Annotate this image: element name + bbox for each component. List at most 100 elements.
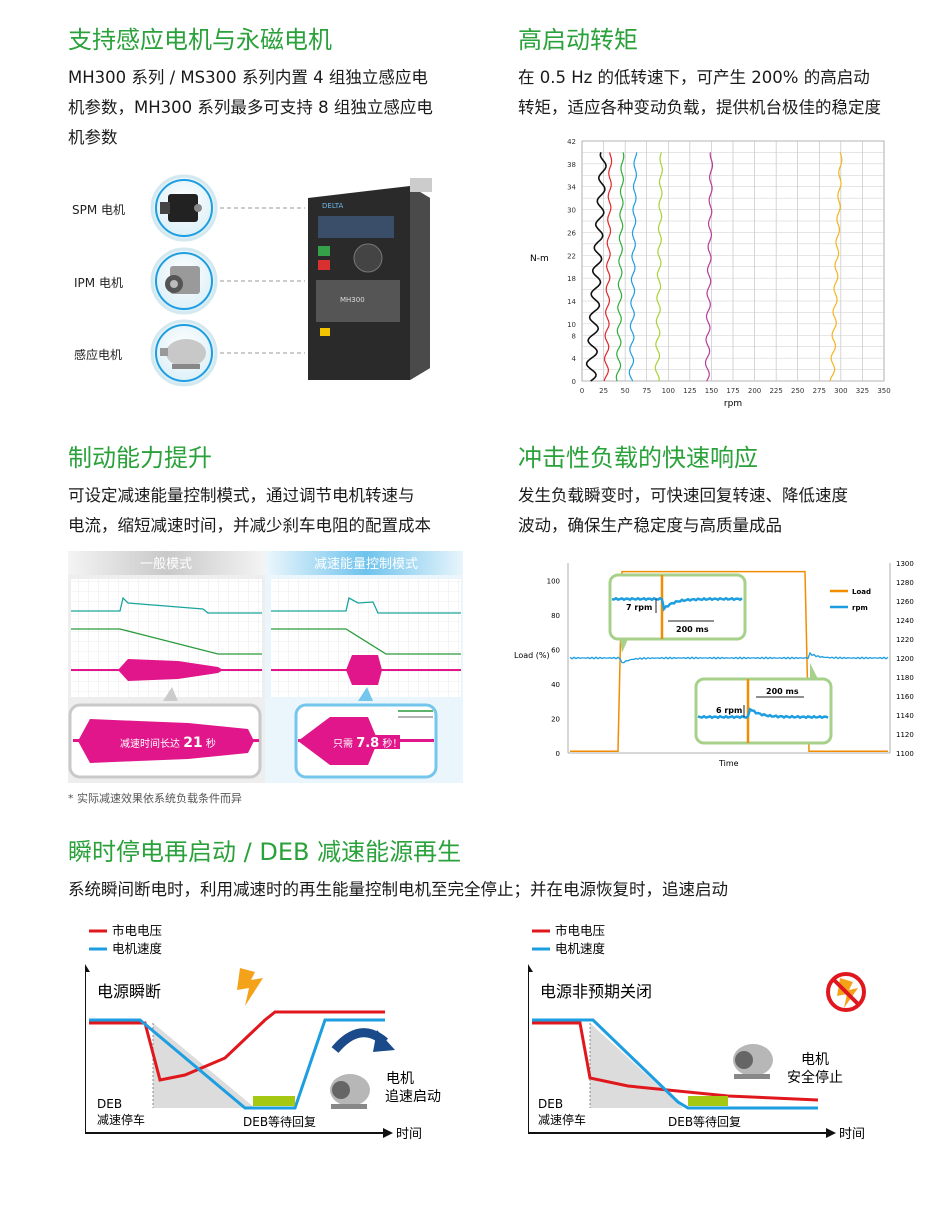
induction-motor-label: 感应电机 — [74, 348, 123, 362]
impact-rpm-line — [569, 651, 889, 664]
deb-wait-label: DEB等待回复 — [668, 1115, 741, 1129]
deb-text-line: 系统瞬间断电时，利用减速时的再生能量控制电机至完全停止；并在电源恢复时，追速启动 — [68, 880, 728, 899]
shutdown-title: 电源非预期关闭 — [540, 982, 652, 1001]
ipm-motor-icon — [150, 247, 218, 315]
torque-y-tick-label: 4 — [572, 355, 577, 363]
torque-y-tick-label: 0 — [572, 378, 576, 386]
deb-label: DEB — [97, 1097, 122, 1111]
impact-section: 冲击性负载的快速响应 发生负载瞬变时，可快速回复转速、降低速度 波动，确保生产稳… — [518, 438, 923, 541]
motor-text-line: 机参数 — [68, 128, 118, 147]
impact-zoom-callout-1 — [608, 573, 747, 641]
impact-zoom-rpm-1 — [611, 596, 743, 612]
deb-wait-label: DEB等待回复 — [243, 1115, 316, 1129]
impact-chart: 0204060801001100112011401160118012001220… — [514, 560, 914, 768]
motor-text-line: 机参数，MH300 系列最多可支持 8 组独立感应电 — [68, 98, 433, 117]
restart-arrow-icon — [373, 1030, 395, 1052]
motor-illustration: DELTA MH300 — [150, 174, 432, 387]
legend-speed-label: 电机速度 — [555, 941, 606, 956]
motor-restart-label-2: 追速启动 — [385, 1089, 441, 1105]
braking-comparison-figure: 一般模式 减速能量控制模式 减速时间长达 21 秒 只需 7.8 秒！ — [68, 551, 463, 783]
torque-x-tick-label: 50 — [621, 387, 630, 395]
normal-callout-text: 减速时间长达 21 秒 — [120, 735, 216, 751]
no-power-icon — [826, 972, 866, 1012]
torque-x-tick-label: 25 — [599, 387, 608, 395]
torque-y-tick-label: 34 — [567, 184, 576, 192]
impact-right-tick-label: 1220 — [896, 636, 914, 644]
legend-speed-label: 电机速度 — [112, 941, 163, 956]
torque-y-tick-label: 42 — [567, 138, 576, 146]
torque-series-line — [654, 152, 663, 382]
deb-unexpected-shutdown-diagram: 市电电压 电机速度 电源非预期关闭 DEB 减速停车 DEB等待回复 电机 安全… — [528, 923, 866, 1142]
impact-right-tick-label: 1100 — [896, 750, 914, 758]
ipm-motor-label: IPM 电机 — [74, 276, 123, 290]
impact-right-tick-label: 1200 — [896, 655, 914, 663]
impact-zoom-pointer-2 — [810, 663, 818, 679]
impact-legend-load-label: Load — [852, 588, 871, 596]
deb-label: DEB — [538, 1097, 563, 1111]
impact-title: 冲击性负载的快速响应 — [518, 444, 758, 472]
torque-y-tick-label: 8 — [572, 332, 576, 340]
motor-restart-icon — [330, 1074, 370, 1109]
deb-stop-label: 减速停车 — [538, 1112, 586, 1127]
impact-right-tick-label: 1240 — [896, 617, 914, 625]
energy-mode-tab: 减速能量控制模式 — [314, 557, 418, 572]
deb-section: 瞬时停电再启动 / DEB 减速能源再生 系统瞬间断电时，利用减速时的再生能量控… — [68, 832, 908, 905]
impact-legend-rpm-label: rpm — [852, 604, 868, 612]
impact-left-tick-label: 0 — [556, 750, 560, 758]
torque-text-line: 在 0.5 Hz 的低转速下，可产生 200% 的高启动 — [518, 68, 870, 87]
torque-section: 高启动转矩 在 0.5 Hz 的低转速下，可产生 200% 的高启动 转矩，适应… — [518, 20, 923, 123]
deb-power-dip-diagram: 市电电压 电机速度 电源瞬断 DEB 减速停车 DEB等待回复 电机 追速启动 … — [85, 923, 441, 1142]
impact-load-line — [570, 570, 888, 753]
torque-series-line — [615, 152, 625, 382]
impact-annotation-label: 6 rpm — [716, 706, 742, 715]
torque-text-line: 转矩，适应各种变动负载，提供机台极佳的稳定度 — [518, 98, 881, 117]
impact-zoom-pointer-1 — [620, 639, 628, 653]
braking-section: 制动能力提升 可设定减速能量控制模式，通过调节电机转速与 电流，缩短减速时间，并… — [68, 438, 488, 541]
device-brand-text: DELTA — [322, 202, 343, 210]
impact-left-tick-label: 40 — [551, 681, 560, 689]
legend-voltage-label: 市电电压 — [112, 923, 162, 938]
torque-y-tick-label: 26 — [567, 229, 576, 237]
energy-callout-text: 只需 7.8 秒！ — [333, 736, 402, 751]
impact-y-axis-label: Load (%) — [514, 651, 550, 660]
torque-x-tick-label: 0 — [580, 387, 584, 395]
torque-y-tick-label: 30 — [567, 207, 576, 215]
torque-series-line — [704, 152, 714, 382]
torque-y-tick-label: 22 — [567, 252, 576, 260]
torque-x-tick-label: 350 — [877, 387, 890, 395]
torque-y-tick-label: 38 — [567, 161, 576, 169]
mh300-drive-image: DELTA MH300 — [308, 178, 432, 380]
impact-right-tick-label: 1260 — [896, 598, 914, 606]
torque-x-tick-label: 75 — [642, 387, 651, 395]
torque-y-axis-label: N-m — [530, 254, 549, 264]
spm-motor-icon — [150, 174, 218, 242]
motor-restart-label-1: 电机 — [386, 1071, 414, 1087]
impact-text-line: 发生负载瞬变时，可快速回复转速、降低速度 — [518, 486, 848, 505]
torque-y-tick-label: 14 — [567, 298, 576, 306]
braking-text-line: 电流，缩短减速时间，并减少刹车电阻的配置成本 — [68, 516, 431, 535]
torque-series-line — [603, 152, 613, 382]
impact-right-tick-label: 1160 — [896, 693, 914, 701]
impact-right-tick-label: 1280 — [896, 579, 914, 587]
impact-right-tick-label: 1140 — [896, 712, 914, 720]
impact-zoom-rpm-2 — [697, 707, 829, 720]
impact-left-tick-label: 100 — [547, 577, 560, 585]
torque-y-tick-label: 18 — [567, 275, 576, 283]
deb-stop-label: 减速停车 — [97, 1112, 145, 1127]
impact-zoom-callout-2 — [694, 677, 833, 745]
induction-motor-icon — [150, 319, 218, 387]
torque-x-tick-label: 275 — [813, 387, 826, 395]
motor-section: 支持感应电机与永磁电机 MH300 系列 / MS300 系列内置 4 组独立感… — [68, 20, 488, 153]
torque-x-tick-label: 125 — [683, 387, 696, 395]
time-axis-label: 时间 — [396, 1127, 422, 1142]
lightning-icon — [237, 968, 263, 1006]
torque-series-line — [628, 152, 638, 382]
impact-right-tick-label: 1300 — [896, 560, 914, 568]
impact-x-axis-label: Time — [718, 759, 739, 768]
motor-title: 支持感应电机与永磁电机 — [68, 26, 332, 54]
impact-left-tick-label: 60 — [551, 646, 560, 654]
impact-annotation-label: 200 ms — [676, 625, 709, 634]
torque-x-tick-label: 175 — [726, 387, 739, 395]
normal-mode-tab: 一般模式 — [140, 556, 192, 572]
torque-x-tick-label: 300 — [834, 387, 847, 395]
